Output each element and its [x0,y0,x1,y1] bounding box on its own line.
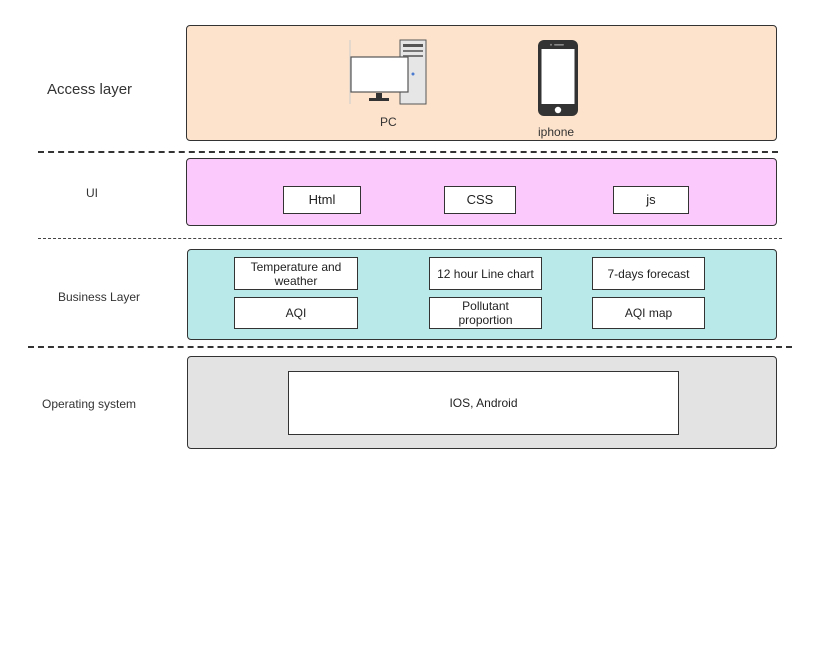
access-layer-label: Access layer [47,81,133,98]
business-item-pollutant-proportion: Pollutant proportion [429,297,542,329]
iphone-icon [538,40,578,116]
ui-item-html: Html [283,186,361,214]
divider-access-ui [38,151,778,153]
os-layer-band: IOS, Android [187,356,777,449]
os-layer-label: Operating system [42,397,137,411]
pc-label: PC [380,115,397,129]
ui-item-js: js [613,186,689,214]
business-item-12-hour-chart: 12 hour Line chart [429,257,542,290]
ui-item-css: CSS [444,186,516,214]
ui-layer-label: UI [86,186,98,200]
business-item-aqi-map: AQI map [592,297,705,329]
access-layer-band: PC iphone [186,25,777,141]
divider-ui-business [38,238,782,239]
pc-icon [349,39,427,105]
business-layer-band: Temperature and weather 12 hour Line cha… [187,249,777,340]
business-item-aqi: AQI [234,297,358,329]
business-item-temperature-weather: Temperature and weather [234,257,358,290]
os-item-ios-android: IOS, Android [288,371,679,435]
business-item-7-day-forecast: 7-days forecast [592,257,705,290]
divider-business-os [28,346,792,348]
iphone-label: iphone [538,125,575,139]
ui-layer-band: Html CSS js [186,158,777,226]
business-layer-label: Business Layer [58,290,141,304]
